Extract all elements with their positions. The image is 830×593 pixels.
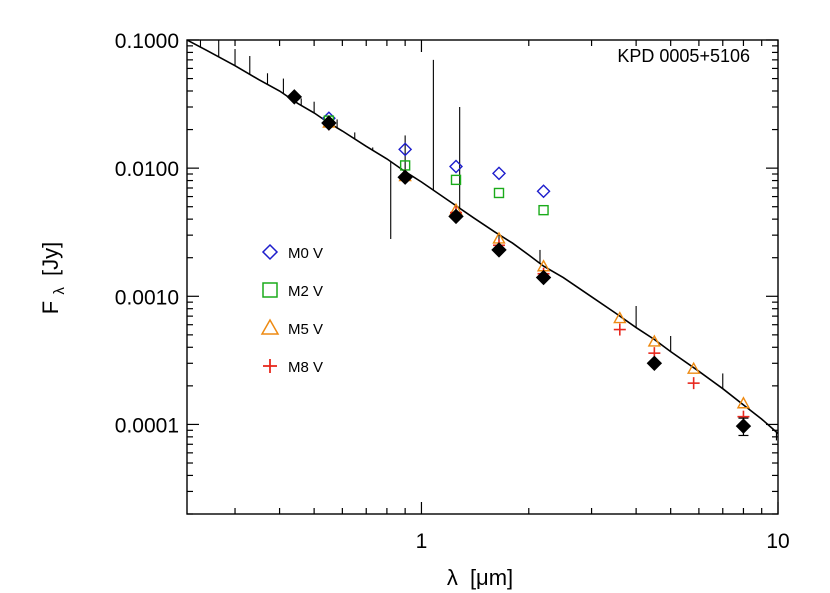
marker-observed: [491, 242, 507, 258]
y-axis-label-symbol: F: [38, 301, 63, 314]
legend: M0 V M2 V M5 V M8 V: [260, 243, 323, 376]
legend-label: M5 V: [288, 321, 323, 338]
chart-title: KPD 0005+5106: [617, 46, 750, 66]
y-axis-label-subscript: λ: [51, 287, 68, 295]
marker-m2-v: [538, 204, 549, 216]
marker-m5-v: [686, 361, 701, 374]
marker-m2-v: [493, 187, 505, 199]
y-tick-label: 0.0100: [115, 158, 179, 181]
legend-label: M0 V: [288, 245, 323, 262]
legend-item-m8-v: M8 V: [263, 359, 323, 376]
marker-m8-v: [613, 323, 626, 336]
x-axis-label: λ [μm]: [447, 565, 513, 590]
model-spectrum-line: [187, 40, 778, 435]
marker-m5-v: [647, 334, 662, 347]
marker-m5-v: [613, 311, 627, 324]
legend-marker: [263, 359, 277, 373]
y-tick-label: 0.0010: [115, 286, 179, 309]
marker-m0-v: [492, 166, 506, 181]
legend-marker: [261, 243, 279, 261]
svg-text:F λ [Jy]: F λ [Jy]: [38, 242, 69, 314]
y-axis-label: F λ [Jy]: [38, 242, 69, 314]
marker-m2-v: [450, 174, 462, 186]
marker-m8-v: [687, 377, 700, 390]
x-axis-label-symbol: λ: [447, 565, 458, 590]
marker-m0-v: [449, 159, 463, 174]
x-tick-label: 10: [766, 530, 789, 553]
y-axis-label-unit: [Jy]: [38, 242, 63, 276]
marker-observed: [321, 115, 337, 131]
marker-m5-v: [736, 396, 751, 409]
legend-label: M2 V: [288, 283, 323, 300]
marker-m0-v: [398, 142, 413, 157]
ticks-layer: 1 10 0.1000 0.0100 0.0010 0.0001: [115, 30, 790, 553]
legend-item-m0-v: M0 V: [261, 243, 323, 262]
marker-m0-v: [536, 184, 551, 199]
marker-layer: [286, 89, 752, 437]
legend-label: M8 V: [288, 359, 323, 376]
y-tick-label: 0.1000: [115, 30, 179, 53]
marker-observed: [646, 355, 663, 371]
marker-observed: [397, 169, 413, 185]
marker-observed: [535, 269, 552, 286]
legend-item-m2-v: M2 V: [262, 282, 323, 300]
x-axis-label-unit: [μm]: [470, 565, 513, 590]
legend-marker: [262, 282, 278, 298]
marker-observed: [448, 208, 464, 225]
svg-text:λ [μm]: λ [μm]: [447, 565, 513, 590]
marker-observed: [735, 418, 752, 434]
y-tick-label: 0.0001: [115, 414, 179, 437]
legend-marker: [260, 318, 280, 335]
spectrum-layer: [187, 40, 778, 441]
x-tick-label: 1: [416, 530, 428, 553]
marker-observed: [286, 89, 303, 105]
legend-item-m5-v: M5 V: [260, 318, 323, 338]
plot-frame: [186, 39, 779, 515]
